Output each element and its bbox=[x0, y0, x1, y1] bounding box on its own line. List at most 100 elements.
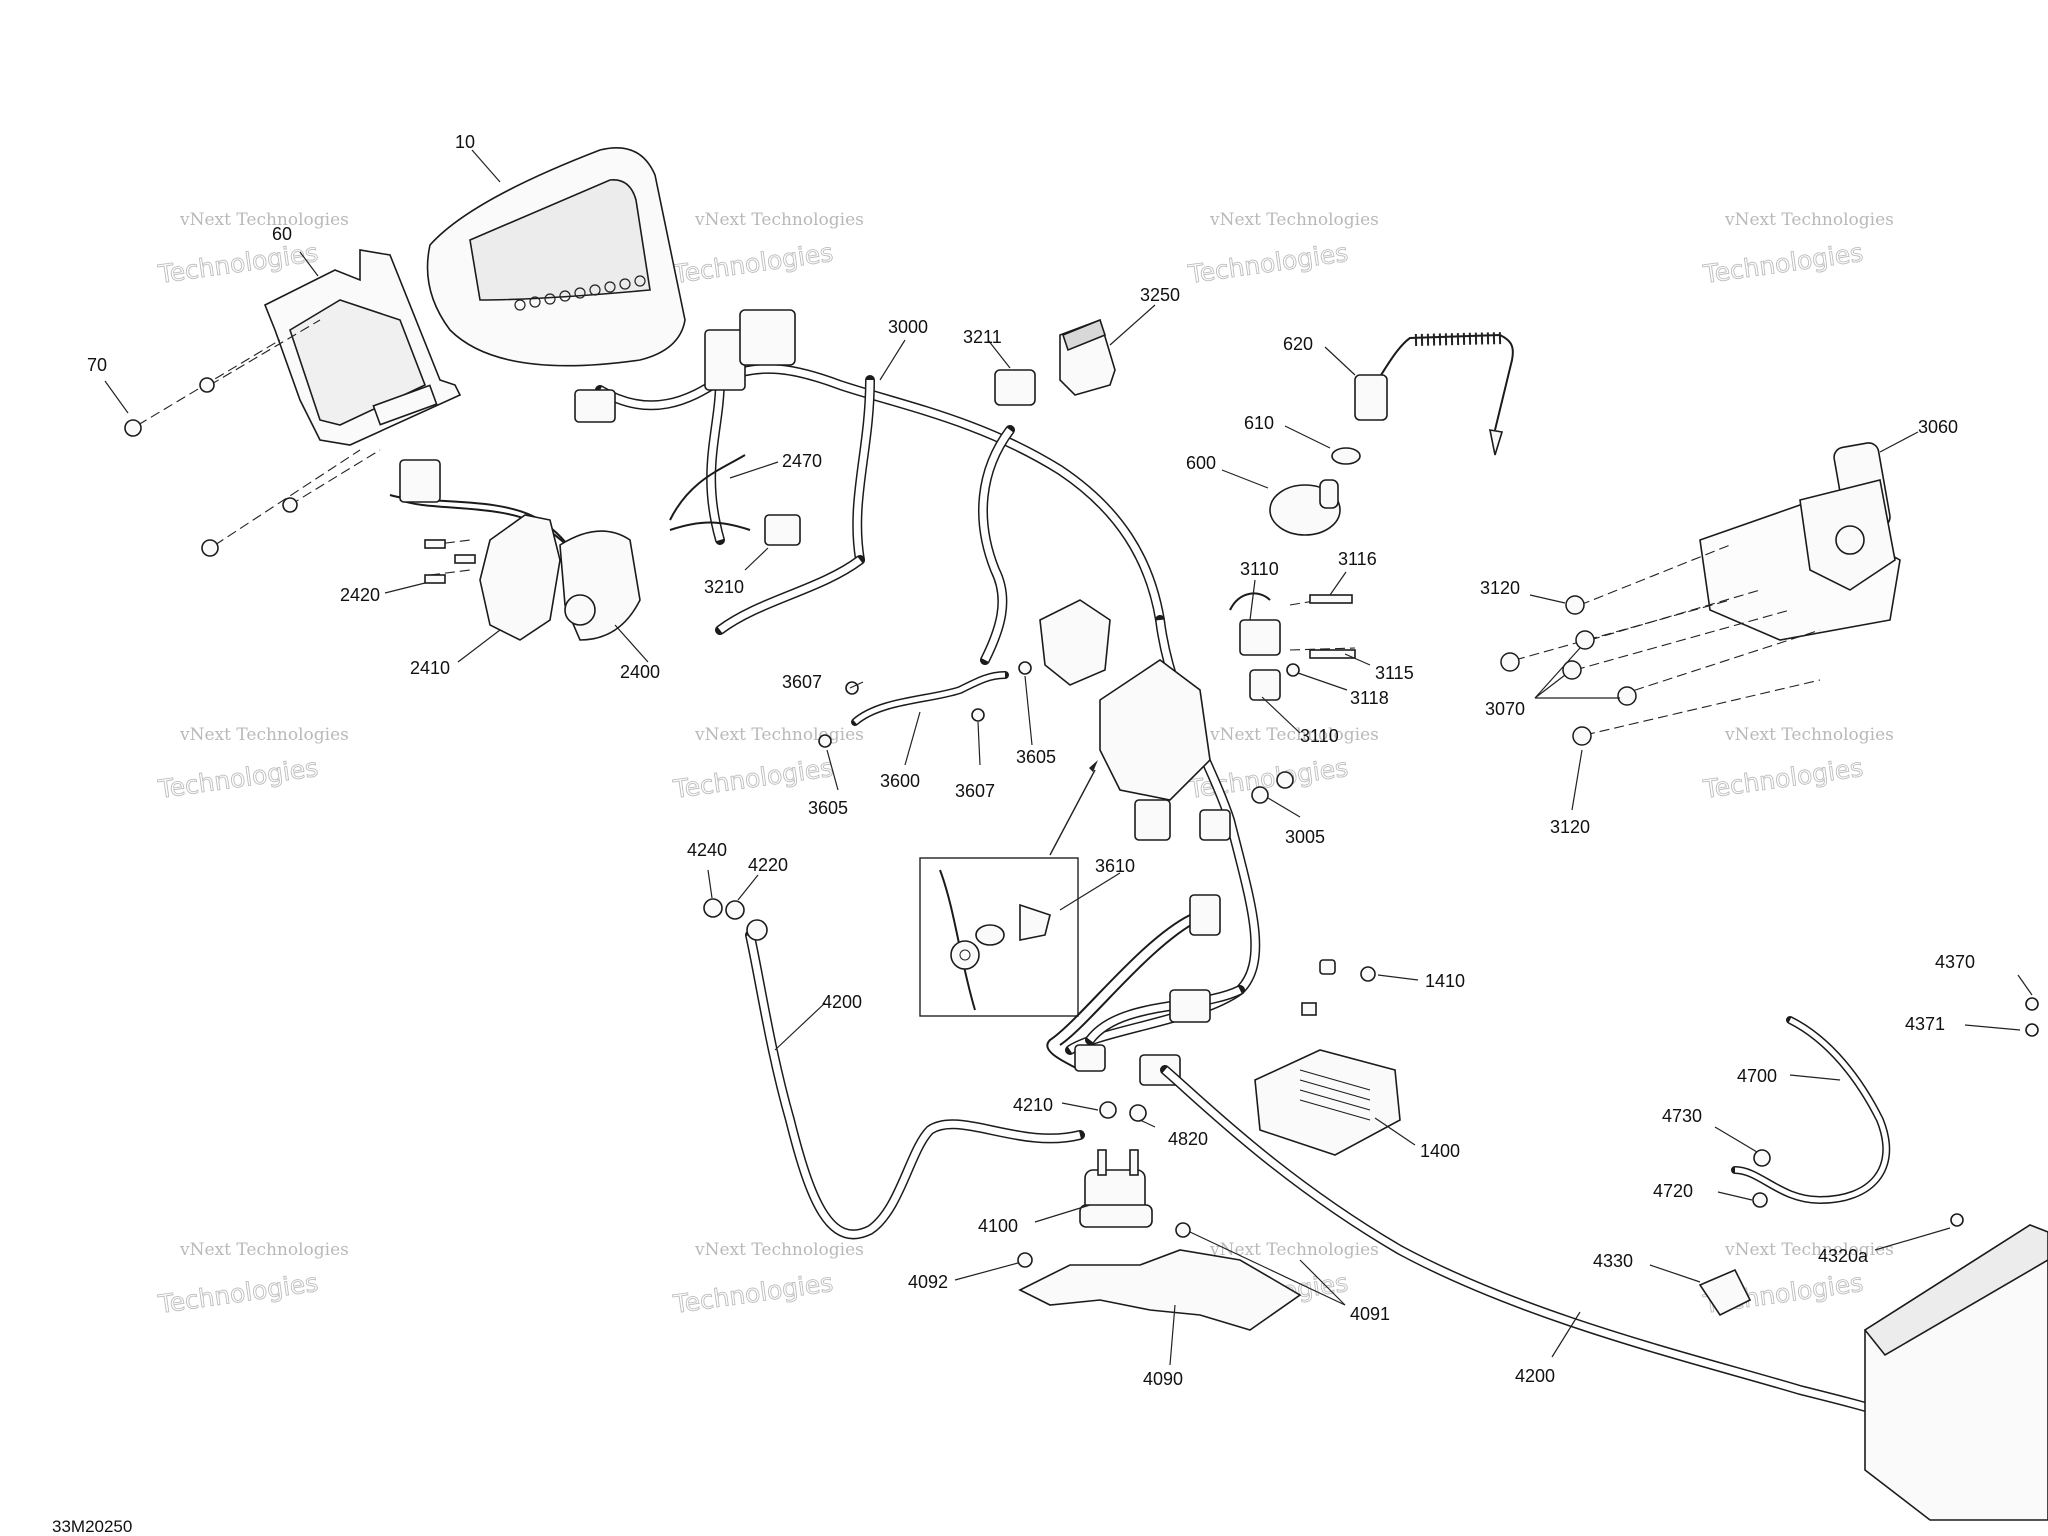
watermark-line1: vNext Technologies bbox=[1724, 210, 1894, 230]
callout-4091: 4091 bbox=[1350, 1304, 1390, 1324]
callout-4330: 4330 bbox=[1593, 1251, 1633, 1271]
callout-3250: 3250 bbox=[1140, 285, 1180, 305]
detail-inset bbox=[919, 760, 1098, 1017]
bolt-4720 bbox=[1752, 1192, 1768, 1208]
callout-4370: 4370 bbox=[1935, 952, 1975, 972]
watermark-line1: vNext Technologies bbox=[1209, 210, 1379, 230]
callout-4240: 4240 bbox=[687, 840, 727, 860]
regulator-screw bbox=[1360, 966, 1376, 982]
callout-3110-a: 3110 bbox=[1240, 559, 1279, 579]
voltage-regulator bbox=[1254, 959, 1401, 1156]
watermark-line1: vNext Technologies bbox=[1209, 725, 1379, 745]
screw-4092 bbox=[1017, 1252, 1033, 1268]
cluster-bracket bbox=[263, 249, 462, 446]
callout-labels: 10 60 70 3000 3211 3250 620 610 600 3060… bbox=[87, 132, 1975, 1389]
callout-3070: 3070 bbox=[1485, 699, 1525, 719]
callout-4210: 4210 bbox=[1013, 1095, 1053, 1115]
callout-3120-b: 3120 bbox=[1550, 817, 1590, 837]
callout-3120-a: 3120 bbox=[1480, 578, 1520, 598]
callout-3116: 3116 bbox=[1338, 549, 1377, 569]
callout-2410: 2410 bbox=[410, 658, 450, 678]
watermark-line1: vNext Technologies bbox=[1209, 1240, 1379, 1260]
fuse-box bbox=[1039, 599, 1231, 841]
callout-4100: 4100 bbox=[978, 1216, 1018, 1236]
callout-610: 610 bbox=[1244, 413, 1274, 433]
callout-60: 60 bbox=[272, 224, 292, 244]
nut-4210 bbox=[1099, 1101, 1117, 1119]
callout-4090: 4090 bbox=[1143, 1369, 1183, 1389]
watermark-line2: Technologies bbox=[671, 1268, 835, 1319]
watermark-line1: vNext Technologies bbox=[1724, 1240, 1894, 1260]
actuator-bolts bbox=[1500, 544, 1821, 746]
callout-3110-b: 3110 bbox=[1300, 726, 1339, 746]
callout-4700: 4700 bbox=[1737, 1066, 1777, 1086]
watermark: vNext Technologies Technologies bbox=[670, 210, 864, 290]
terminal-cap bbox=[1698, 1268, 1752, 1317]
handlebar-switch-assembly bbox=[424, 514, 641, 641]
watermark: vNext Technologies Technologies bbox=[155, 1240, 349, 1320]
watermark: vNext Technologies Technologies bbox=[1700, 725, 1894, 805]
watermark-line1: vNext Technologies bbox=[694, 210, 864, 230]
grommet bbox=[1251, 771, 1294, 804]
callout-3211: 3211 bbox=[963, 327, 1002, 347]
solenoid-bracket bbox=[1018, 1249, 1302, 1331]
watermark-line2: Technologies bbox=[1701, 753, 1865, 804]
screw-4320a bbox=[1950, 1213, 1964, 1227]
watermark-line2: Technologies bbox=[156, 1268, 320, 1319]
callout-3210: 3210 bbox=[704, 577, 744, 597]
watermark-line1: vNext Technologies bbox=[179, 1240, 349, 1260]
callout-3000: 3000 bbox=[888, 317, 928, 337]
ring-nut bbox=[1331, 447, 1361, 465]
sensor-connector-3211 bbox=[994, 369, 1036, 406]
instrument-cluster bbox=[426, 146, 686, 367]
watermark-line2: Technologies bbox=[1701, 238, 1865, 289]
callout-2470: 2470 bbox=[782, 451, 822, 471]
watermark-line1: vNext Technologies bbox=[694, 725, 864, 745]
callout-3610: 3610 bbox=[1095, 856, 1135, 876]
relay bbox=[1059, 318, 1116, 396]
callout-4092: 4092 bbox=[908, 1272, 948, 1292]
watermark-line2: Technologies bbox=[1186, 238, 1350, 289]
watermark: vNext Technologies Technologies bbox=[155, 725, 349, 805]
screw-4091 bbox=[1175, 1222, 1191, 1238]
callout-3600: 3600 bbox=[880, 771, 920, 791]
watermark-line2: Technologies bbox=[671, 753, 835, 804]
nut-4240 bbox=[703, 898, 723, 918]
nut-4820 bbox=[1129, 1104, 1147, 1122]
bracket-screws bbox=[124, 319, 381, 557]
callout-4220: 4220 bbox=[748, 855, 788, 875]
callout-3605-b: 3605 bbox=[1016, 747, 1056, 767]
callout-3118: 3118 bbox=[1350, 688, 1389, 708]
callout-3115: 3115 bbox=[1375, 663, 1414, 683]
callout-4720: 4720 bbox=[1653, 1181, 1693, 1201]
callout-10: 10 bbox=[455, 132, 475, 152]
battery bbox=[1863, 1224, 2048, 1521]
callout-3060: 3060 bbox=[1918, 417, 1958, 437]
watermark: vNext Technologies Technologies bbox=[1700, 210, 1894, 290]
actuator-motor bbox=[1699, 442, 1901, 641]
bolt-4370 bbox=[2025, 997, 2039, 1011]
callout-1400: 1400 bbox=[1420, 1141, 1460, 1161]
washer-4220 bbox=[725, 900, 745, 920]
callout-600: 600 bbox=[1186, 453, 1216, 473]
sensor-connector-3210 bbox=[764, 514, 801, 546]
callout-3607-b: 3607 bbox=[955, 781, 995, 801]
callout-2400: 2400 bbox=[620, 662, 660, 682]
ground-strap bbox=[818, 661, 1032, 748]
leader-lines bbox=[104, 149, 2033, 1366]
watermark: vNext Technologies Technologies bbox=[670, 1240, 864, 1320]
watermark-line1: vNext Technologies bbox=[179, 725, 349, 745]
watermark-line1: vNext Technologies bbox=[694, 1240, 864, 1260]
callout-4371: 4371 bbox=[1905, 1014, 1945, 1034]
callout-4820: 4820 bbox=[1168, 1129, 1208, 1149]
watermark-line1: vNext Technologies bbox=[1724, 725, 1894, 745]
cable-tie bbox=[669, 454, 751, 531]
nut-4730 bbox=[1753, 1149, 1771, 1167]
battery-cable bbox=[745, 919, 1085, 1240]
callout-4730: 4730 bbox=[1662, 1106, 1702, 1126]
diagram-code: 33M20250 bbox=[52, 1517, 132, 1536]
watermark-line2: Technologies bbox=[671, 238, 835, 289]
callout-2420: 2420 bbox=[340, 585, 380, 605]
callout-4200-a: 4200 bbox=[822, 992, 862, 1012]
ground-cable bbox=[1731, 1016, 1891, 1204]
